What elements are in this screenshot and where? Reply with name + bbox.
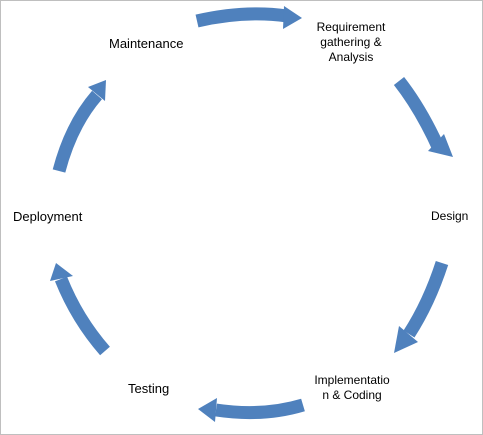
stage-label: Testing [128,381,170,396]
implementation-to-testing-arrow-icon [198,398,305,422]
stage-requirement-gathering: Requirement gathering & Analysis [307,20,395,65]
stage-label: Deployment [13,209,83,224]
maintenance-to-requirement-arrow-icon [195,6,302,29]
stage-label-line: Implementatio [314,373,390,387]
stage-label: Design [431,209,469,223]
stage-label-line: Analysis [328,50,374,64]
testing-to-deployment-arrow-icon [50,263,110,356]
stage-testing: Testing [128,381,169,396]
deployment-to-maintenance-arrow-icon [52,80,106,173]
stage-implementation-coding: Implementatio n & Coding [304,373,400,403]
stage-maintenance: Maintenance [109,36,183,51]
design-to-implementation-arrow-icon [394,260,449,353]
stage-design: Design [431,209,468,224]
stage-label-line: n & Coding [322,388,382,402]
requirement-to-design-arrow-icon [393,76,453,157]
stage-label: Maintenance [109,36,184,51]
stage-deployment: Deployment [13,209,82,224]
stage-label-line: Requirement [316,20,386,34]
stage-label-line: gathering & [320,35,382,49]
